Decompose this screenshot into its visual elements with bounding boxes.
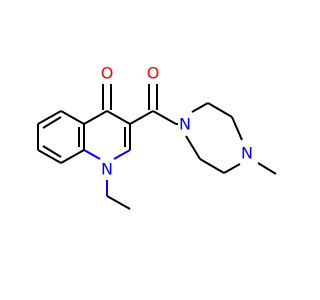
- double-bond-inner: [42, 116, 62, 129]
- bond: [129, 110, 154, 125]
- bond: [191, 102, 209, 113]
- bond: [199, 158, 225, 174]
- atom-labels: O O N N N: [101, 64, 253, 179]
- nitrogen-label: N: [241, 144, 253, 163]
- structure-diagram: O O N N N: [37, 64, 277, 210]
- bond: [60, 149, 85, 164]
- bond: [113, 149, 131, 160]
- bond: [223, 163, 241, 174]
- bond: [106, 110, 131, 125]
- bond: [106, 195, 131, 210]
- bond: [231, 116, 243, 141]
- bond: [207, 102, 233, 118]
- bond: [83, 149, 101, 160]
- benzene-ring: [37, 110, 85, 164]
- pyridinone-ring: [83, 84, 131, 210]
- bond: [60, 110, 85, 125]
- double-bond-inner: [42, 145, 62, 158]
- bond: [37, 110, 62, 125]
- bond: [37, 149, 62, 164]
- bond: [152, 110, 177, 125]
- bond: [257, 162, 277, 175]
- nitrogen-label: N: [101, 160, 113, 179]
- oxygen-label: O: [101, 64, 114, 83]
- bond: [83, 110, 108, 125]
- nitrogen-label: N: [179, 115, 191, 134]
- oxygen-label: O: [147, 64, 160, 83]
- piperazine-ring: [185, 102, 277, 175]
- amide-linker: [129, 84, 178, 125]
- bond: [185, 135, 201, 160]
